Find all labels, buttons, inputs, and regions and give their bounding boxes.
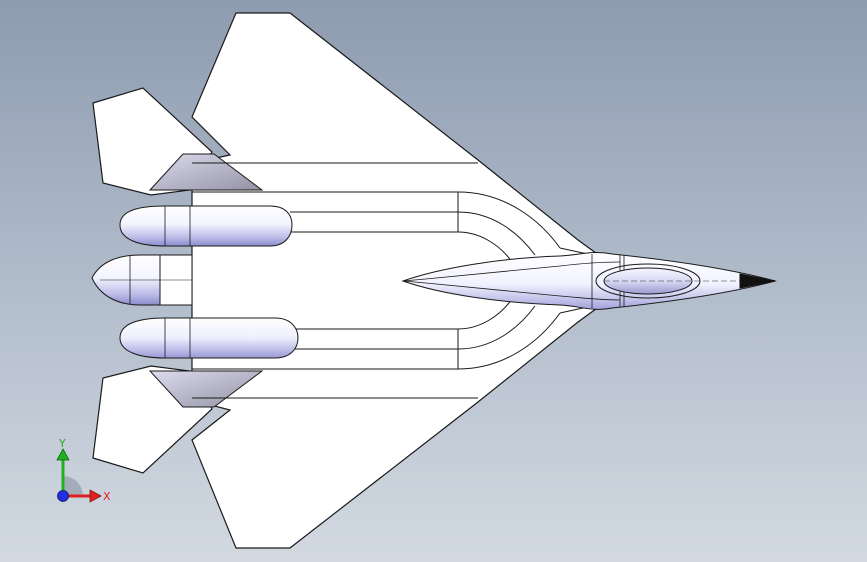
x-axis-label: X: [103, 490, 111, 503]
nose-chine-line-lower: [402, 280, 621, 301]
orientation-triad: Y X: [56, 437, 111, 503]
engine-pod-upper: [119, 205, 293, 247]
y-axis-label: Y: [58, 437, 66, 450]
z-axis-dot-icon: [57, 490, 69, 502]
engine-pod-lower: [119, 317, 299, 359]
fin-upper: [148, 153, 264, 191]
x-axis-arrow-icon: [89, 489, 102, 503]
triad-xy-plane: [63, 476, 83, 496]
body-panel-lines: [192, 162, 593, 399]
fin-lower: [148, 370, 264, 408]
nose-tip: [739, 273, 776, 289]
y-axis-arrow-icon: [56, 448, 70, 461]
nose-chine-line: [402, 261, 621, 282]
